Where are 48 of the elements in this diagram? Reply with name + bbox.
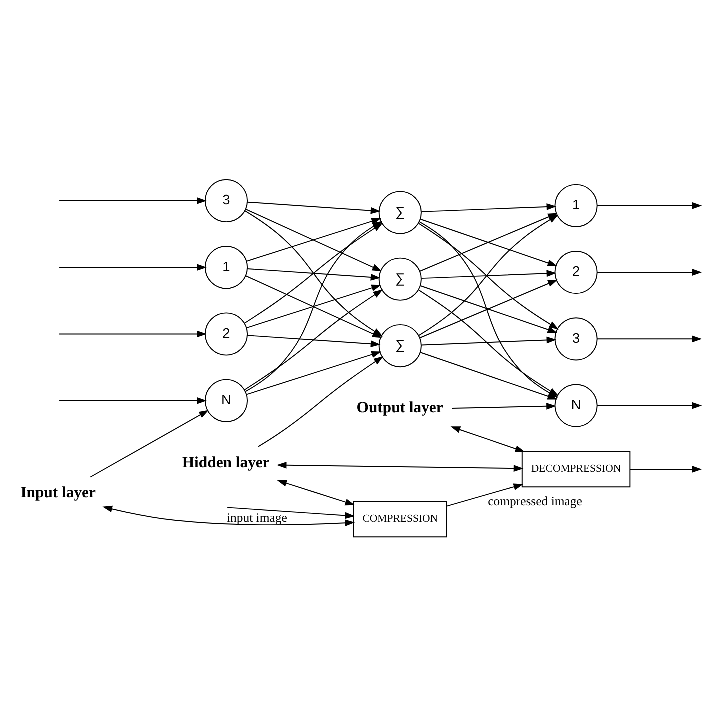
node-circle: ∑ [378, 324, 422, 368]
node-text: Hidden layer [182, 454, 270, 472]
arrow [246, 351, 382, 396]
arrow [420, 286, 558, 334]
node-circle: 3 [204, 179, 248, 223]
arrow [247, 268, 381, 281]
node-box: DECOMPRESSION [522, 451, 631, 488]
arrow [277, 480, 356, 506]
node-box: COMPRESSION [353, 501, 448, 538]
node-circle: 1 [204, 246, 248, 290]
node-circle: N [554, 384, 598, 428]
node-text: Output layer [356, 399, 444, 416]
arrow [630, 466, 702, 473]
arrow [421, 336, 557, 346]
arrow [59, 330, 207, 338]
node-circle: N [204, 379, 248, 422]
edge-label: compressed image [488, 494, 582, 509]
arrow [59, 397, 207, 404]
arrow [596, 202, 702, 210]
arrow [246, 284, 382, 329]
node-circle: ∑ [378, 258, 422, 301]
edge-label: input image [226, 511, 288, 526]
node-circle: 2 [204, 312, 248, 356]
node-circle: 3 [554, 318, 598, 361]
arrow [420, 280, 558, 339]
node-text: Input layer [20, 484, 96, 502]
node-circle: 1 [554, 184, 598, 228]
arrow [247, 202, 381, 214]
arrow [102, 506, 356, 527]
arrow [420, 218, 558, 266]
arrow [446, 484, 524, 507]
arrow [246, 218, 382, 262]
node-circle: ∑ [378, 191, 422, 234]
arrow [596, 402, 702, 410]
arrow [247, 335, 381, 348]
arrow [452, 403, 556, 410]
arrow [421, 204, 557, 212]
arrow [596, 336, 702, 343]
arrow [90, 410, 209, 478]
node-circle: 2 [554, 250, 598, 294]
arrow [258, 356, 384, 448]
arrow [450, 426, 526, 452]
arrow [59, 264, 207, 272]
arrow [596, 269, 702, 276]
arrow [276, 462, 524, 472]
arrow [59, 198, 207, 204]
arrow [421, 270, 557, 280]
arrow [227, 507, 356, 520]
